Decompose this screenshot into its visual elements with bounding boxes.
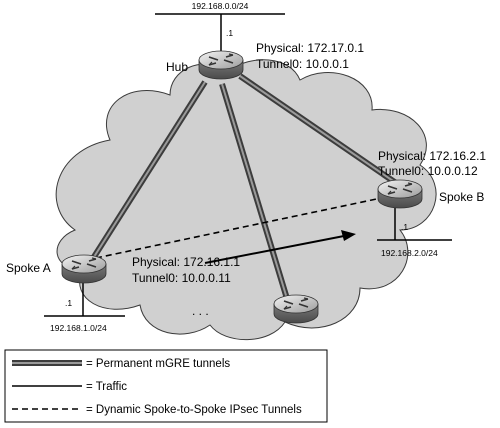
spoke-a-router-icon xyxy=(61,254,107,284)
wan-cloud xyxy=(55,59,437,341)
legend: = Permanent mGRE tunnels = Traffic = Dyn… xyxy=(4,349,328,423)
spoke-a-physical-label: Physical: 172.16.1.1 xyxy=(132,255,240,269)
hub-lan: 192.168.0.0/24 .1 xyxy=(155,1,285,55)
permanent-tunnels xyxy=(89,73,398,303)
hub-network-label: 192.168.0.0/24 xyxy=(192,1,249,11)
hub-physical-label: Physical: 172.17.0.1 xyxy=(256,41,364,55)
spoke-b-name-label: Spoke B xyxy=(439,190,484,204)
more-spokes-ellipsis: . . . xyxy=(192,304,209,318)
spoke-b-network-label: 192.168.2.0/24 xyxy=(381,248,438,258)
spoke-a-name-label: Spoke A xyxy=(6,261,51,275)
hub-router-icon xyxy=(198,50,244,80)
spoke-a-host-label: .1 xyxy=(65,298,72,308)
hub-tunnel-label: Tunnel0: 10.0.0.1 xyxy=(256,57,349,71)
legend-dynamic-label: = Dynamic Spoke-to-Spoke IPsec Tunnels xyxy=(86,404,302,416)
legend-traffic-label: = Traffic xyxy=(86,381,127,393)
spoke-a-network-label: 192.168.1.0/24 xyxy=(50,323,107,333)
spoke-a-tunnel-label: Tunnel0: 10.0.0.11 xyxy=(132,271,231,285)
spoke-b-tunnel-label: Tunnel0: 10.0.0.12 xyxy=(378,164,478,178)
traffic-arrow xyxy=(204,230,356,264)
spoke-b-router-icon xyxy=(377,179,423,209)
legend-permanent-label: = Permanent mGRE tunnels xyxy=(86,358,230,370)
spoke-c-router-icon xyxy=(273,294,319,324)
spoke-a-lan: .1 192.168.1.0/24 xyxy=(44,282,125,333)
hub-host-label: .1 xyxy=(226,28,233,38)
hub-name-label: Hub xyxy=(166,60,188,74)
spoke-b-host-label: .1 xyxy=(401,222,408,232)
spoke-b-physical-label: Physical: 172.16.2.1 xyxy=(378,149,486,163)
